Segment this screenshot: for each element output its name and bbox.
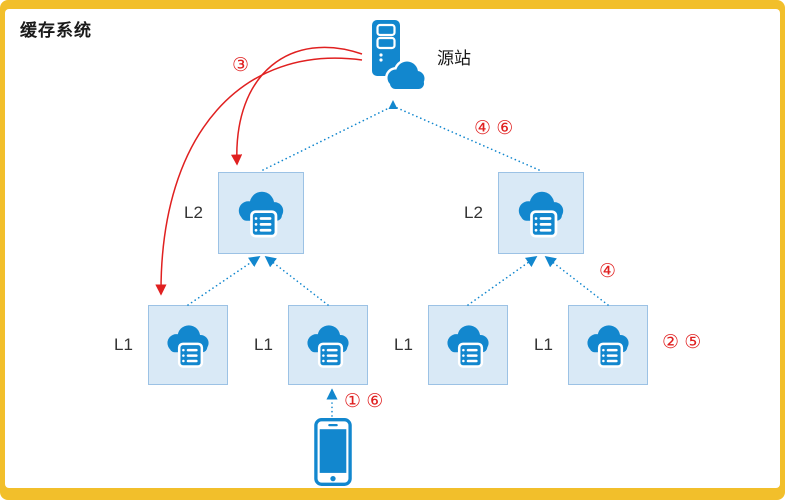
node-l2-left-label: L2 bbox=[184, 203, 203, 222]
page-title: 缓存系统 bbox=[20, 21, 92, 40]
cloud-server-icon bbox=[238, 191, 284, 238]
node-l2-right: L2 bbox=[464, 172, 584, 254]
node-l1-2-label: L1 bbox=[254, 335, 273, 354]
node-l1-1-label: L1 bbox=[114, 335, 133, 354]
node-l1-4: L1 bbox=[534, 305, 648, 385]
cloud-server-icon bbox=[447, 324, 489, 368]
origin-node bbox=[350, 18, 427, 97]
node-l2-left: L2 bbox=[184, 172, 304, 254]
cloud-server-icon bbox=[167, 324, 209, 368]
node-l2-right-box bbox=[498, 172, 584, 254]
origin-label: 源站 bbox=[437, 49, 471, 68]
node-l1-3-box bbox=[428, 305, 508, 385]
step-badge-4-6: ④ ⑥ bbox=[474, 118, 514, 139]
client-node bbox=[314, 417, 352, 492]
step-badge-2-5: ② ⑤ bbox=[662, 332, 702, 353]
node-l1-3: L1 bbox=[394, 305, 508, 385]
node-l1-2-box bbox=[288, 305, 368, 385]
step-badge-4: ④ bbox=[599, 261, 617, 282]
node-l2-left-box bbox=[218, 172, 304, 254]
cloud-server-icon bbox=[518, 191, 564, 238]
node-l1-1-box bbox=[148, 305, 228, 385]
node-l1-2: L1 bbox=[254, 305, 368, 385]
origin-server-cloud-icon bbox=[372, 20, 427, 92]
node-l1-4-label: L1 bbox=[534, 335, 553, 354]
cloud-server-icon bbox=[307, 324, 349, 368]
step-badge-3: ③ bbox=[232, 55, 250, 76]
node-l1-3-label: L1 bbox=[394, 335, 413, 354]
smartphone-icon bbox=[314, 418, 352, 486]
node-l2-right-label: L2 bbox=[464, 203, 483, 222]
cloud-server-icon bbox=[587, 324, 629, 368]
node-l1-4-box bbox=[568, 305, 648, 385]
step-badge-1-6: ① ⑥ bbox=[344, 391, 384, 412]
node-l1-1: L1 bbox=[114, 305, 228, 385]
